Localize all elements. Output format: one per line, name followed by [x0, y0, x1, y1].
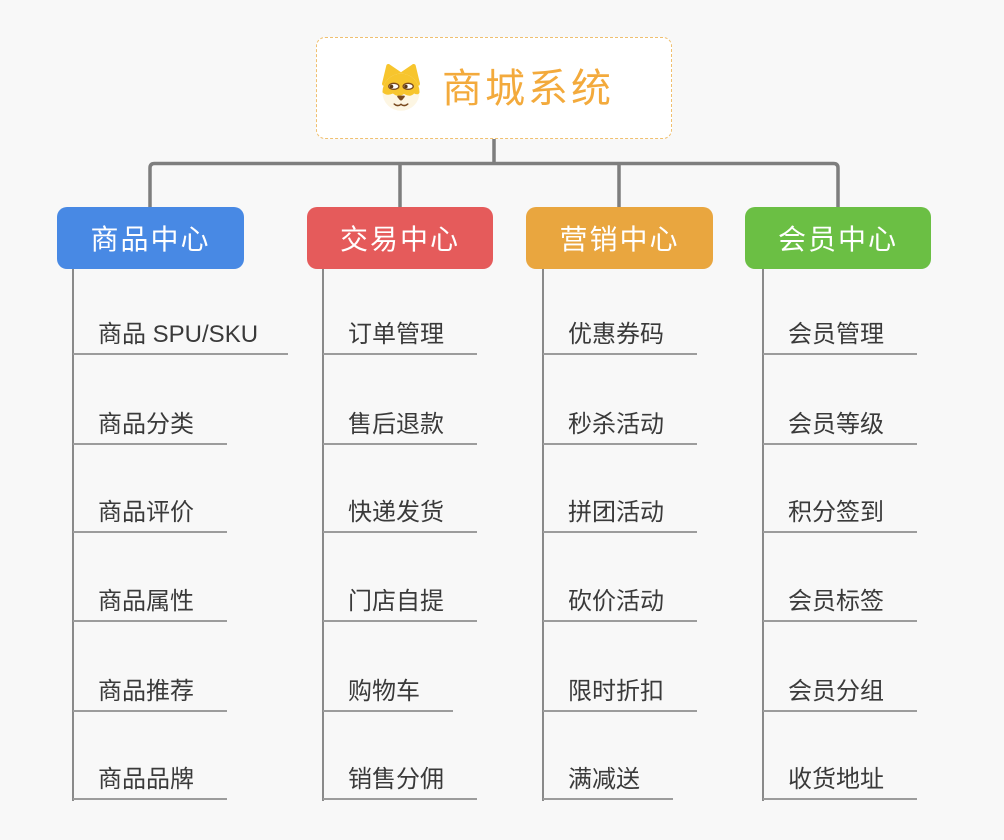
- leaf-topic[interactable]: 秒杀活动: [543, 399, 697, 445]
- doge-icon: [382, 63, 420, 111]
- branch-header-marketing-center[interactable]: 营销中心: [526, 207, 713, 269]
- leaf-topic[interactable]: 积分签到: [763, 487, 917, 533]
- leaf-topic[interactable]: 商品 SPU/SKU: [73, 309, 288, 355]
- leaf-topic[interactable]: 商品属性: [73, 576, 227, 622]
- leaf-topic[interactable]: 销售分佣: [323, 754, 477, 800]
- leaf-topic[interactable]: 收货地址: [763, 754, 917, 800]
- leaf-topic[interactable]: 拼团活动: [543, 487, 697, 533]
- branch-header-product-center[interactable]: 商品中心: [57, 207, 244, 269]
- leaf-topic[interactable]: 商品评价: [73, 487, 227, 533]
- leaf-topic[interactable]: 优惠券码: [543, 309, 697, 355]
- root-topic-mall-system[interactable]: 商城系统: [316, 37, 672, 139]
- branch-header-trade-center[interactable]: 交易中心: [307, 207, 493, 269]
- branch-header-member-center[interactable]: 会员中心: [745, 207, 931, 269]
- leaf-topic[interactable]: 商品推荐: [73, 666, 227, 712]
- leaf-topic[interactable]: 会员标签: [763, 576, 917, 622]
- leaf-topic[interactable]: 商品品牌: [73, 754, 227, 800]
- leaf-topic[interactable]: 会员等级: [763, 399, 917, 445]
- leaf-topic[interactable]: 订单管理: [323, 309, 477, 355]
- leaf-topic[interactable]: 会员管理: [763, 309, 917, 355]
- leaf-topic[interactable]: 限时折扣: [543, 666, 697, 712]
- leaf-topic[interactable]: 购物车: [323, 666, 453, 712]
- root-topic-title: 商城系统: [442, 67, 614, 111]
- leaf-topic[interactable]: 售后退款: [323, 399, 477, 445]
- leaf-topic[interactable]: 商品分类: [73, 399, 227, 445]
- leaf-topic[interactable]: 快递发货: [323, 487, 477, 533]
- leaf-topic[interactable]: 会员分组: [763, 666, 917, 712]
- leaf-topic[interactable]: 满减送: [543, 754, 673, 800]
- leaf-topic[interactable]: 门店自提: [323, 576, 477, 622]
- leaf-topic[interactable]: 砍价活动: [543, 576, 697, 622]
